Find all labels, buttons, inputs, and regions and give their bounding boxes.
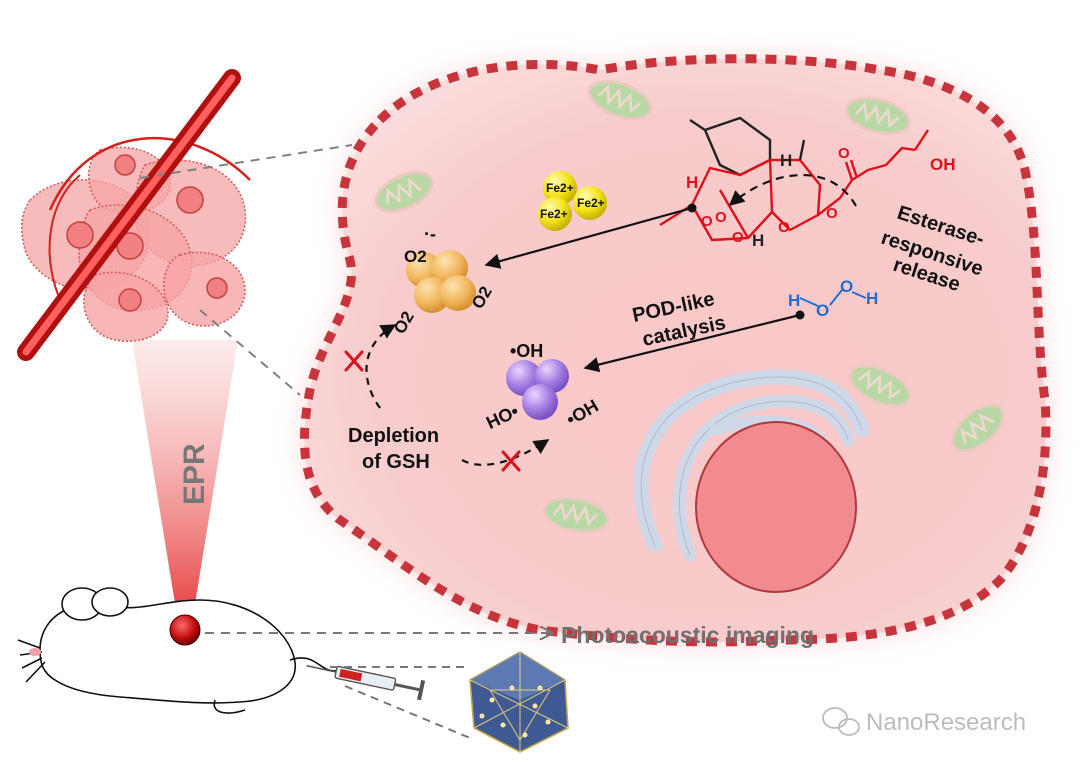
hydroxyl-label: •OH [510, 341, 543, 361]
gsh-label-line1: Depletion [348, 425, 439, 447]
h2o2-molecule [799, 289, 867, 307]
h2o2-atom: O [816, 301, 829, 320]
h2o2-atom: O [840, 277, 853, 296]
nanoparticle-link [344, 685, 471, 739]
mol-atom-o: O [826, 205, 838, 222]
photoacoustic-label: Photoacoustic imaging [561, 622, 814, 648]
epr-label: EPR [178, 443, 211, 505]
fe-ion-label: Fe2+ [546, 181, 574, 195]
tumor-nucleus [114, 154, 136, 176]
mol-atom-o: O [778, 219, 790, 236]
zoom-line [139, 144, 353, 179]
nucleus [695, 421, 857, 593]
zoom-line [199, 309, 301, 396]
tumor-nucleus [116, 232, 144, 260]
mouse-icon [17, 587, 346, 714]
cell [299, 54, 1051, 647]
wechat-icon [822, 707, 860, 736]
iron-cluster [538, 171, 607, 231]
mol-atom-h: H [780, 151, 792, 170]
h2o2-atom: H [866, 289, 878, 308]
tumor-site [169, 614, 201, 646]
fe-ion-label: Fe2+ [540, 207, 568, 221]
gsh-depletion-arrow-lower [461, 439, 550, 466]
mol-atom-h: H [686, 173, 698, 192]
mitochondrion [848, 364, 912, 408]
tumor-nucleus [176, 186, 204, 214]
gsh-depletion-arrow-upper [365, 324, 397, 409]
mol-atom-o: O [732, 229, 744, 246]
arrow-to-hydroxyl [583, 313, 801, 373]
mitochondrion [845, 96, 911, 136]
mitochondrion [374, 171, 434, 213]
tumor-nucleus [118, 288, 142, 312]
mol-atom-h: H [752, 231, 764, 250]
capillary [48, 137, 251, 211]
fe-ion-label: Fe2+ [577, 196, 605, 210]
blood-vessel-highlight [22, 74, 236, 356]
nanoparticle-icon [469, 651, 569, 753]
mouse-nose [29, 648, 41, 656]
cell-membrane [299, 54, 1051, 647]
mitochondrion [542, 496, 610, 534]
tumor-tissue [17, 69, 251, 361]
watermark-text: NanoResearch [866, 709, 1026, 736]
arrow-origin-dot [687, 203, 697, 213]
tumor-cell [163, 251, 246, 327]
mitochondrion [587, 79, 653, 121]
h2o2-atom: H [788, 291, 800, 310]
gsh-label-line2: of GSH [362, 451, 430, 473]
blocked-cross [501, 450, 521, 472]
arrow-origin-dot [795, 310, 805, 320]
mol-atom-o: O [715, 209, 727, 226]
tumor-nucleus [66, 221, 94, 249]
radical-dot: ·- [424, 224, 436, 244]
esterase-release-arrow [728, 173, 857, 207]
hydroxyl-cluster [506, 359, 569, 420]
mol-atom-o: O [701, 213, 713, 230]
oxygen-cluster [406, 250, 476, 313]
mol-atom-oh: OH [930, 155, 956, 174]
capillary [48, 174, 81, 301]
epr-beam [132, 340, 238, 622]
tumor-nucleus [206, 277, 228, 299]
mitochondrion [951, 403, 1005, 453]
superoxide-label: O2 [404, 247, 427, 266]
mol-atom-o: O [838, 145, 850, 162]
cell-body [304, 58, 1046, 642]
blocked-cross [344, 350, 364, 372]
syringe-icon [306, 665, 426, 701]
arrow-to-superoxide [484, 206, 693, 269]
